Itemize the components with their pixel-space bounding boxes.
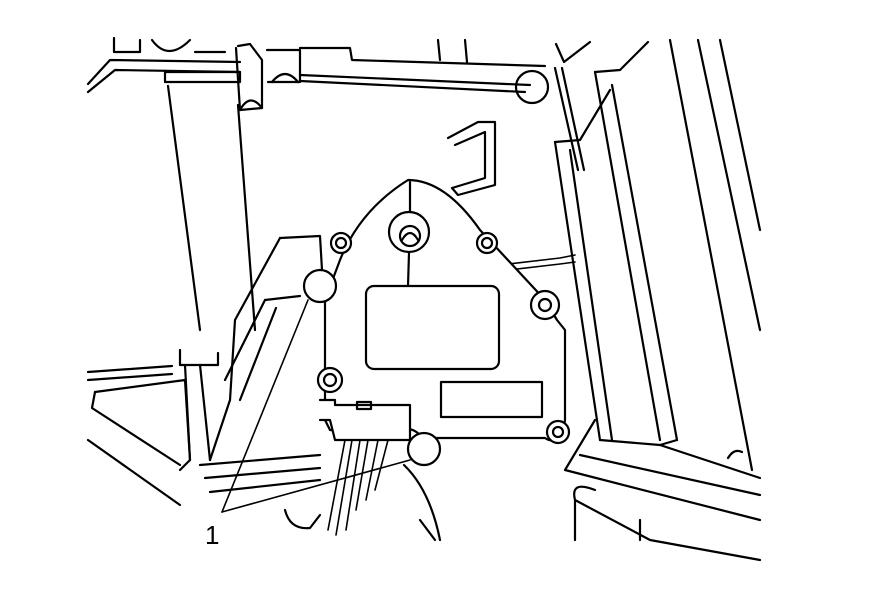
screw-upper: [302, 268, 338, 304]
mounting-screws: [302, 268, 442, 467]
actuator: [283, 178, 571, 542]
callout-label-1: 1: [205, 520, 220, 550]
screw-lower: [406, 431, 442, 467]
lower-left-structure: [86, 234, 324, 507]
bracket: [446, 120, 497, 197]
heater-case-frame: [86, 36, 592, 332]
callout-leaders: [221, 299, 411, 513]
duct-panels: [499, 38, 762, 562]
